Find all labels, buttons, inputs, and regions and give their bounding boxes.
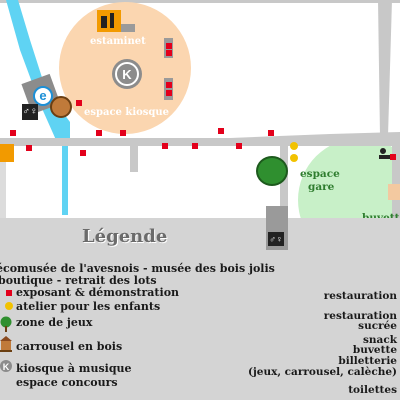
exposant-marker[interactable] [120, 130, 126, 136]
legend-item-atelier: atelier pour les enfants [16, 300, 161, 313]
frog-game-icon[interactable] [256, 156, 288, 186]
exposant-marker[interactable] [166, 90, 172, 96]
stall [164, 78, 173, 100]
gare-zone [298, 138, 400, 220]
estaminet-stall [121, 24, 135, 32]
legend-panel [0, 218, 400, 400]
shop-icon[interactable] [0, 144, 14, 162]
legend-item-kiosque: kiosque à musique [16, 362, 132, 375]
legend-item-shop: boutique - retrait des lots [0, 274, 157, 287]
right-edge-road [392, 146, 400, 220]
atelier-marker[interactable] [290, 142, 298, 150]
carousel-icon [0, 336, 12, 352]
toilets-icon[interactable]: ♂♀ [22, 104, 38, 120]
zone-label-espace-kiosque: espace kiosque [84, 107, 170, 118]
exposant-marker[interactable] [26, 145, 32, 151]
legend-right-restauration-2: restauration [323, 310, 397, 322]
buvette-icon[interactable] [388, 184, 400, 200]
legend-title: Légende [82, 226, 168, 247]
atelier-marker[interactable] [290, 154, 298, 162]
exposant-marker[interactable] [236, 143, 242, 149]
legend-item-carrousel: carrousel en bois [16, 340, 123, 353]
legend-right-buvette: buvette [352, 344, 397, 356]
legend-right-sucree: sucrée [358, 320, 397, 332]
zone-label-gare: gare [308, 181, 335, 193]
exposant-marker[interactable] [162, 143, 168, 149]
contest-icon[interactable] [378, 146, 396, 160]
exposant-marker[interactable] [10, 130, 16, 136]
exposant-marker[interactable] [166, 82, 172, 88]
exposant-marker[interactable] [166, 50, 172, 56]
top-road [0, 0, 400, 3]
legend-right-billetterie: billetterie [338, 355, 397, 367]
legend-item-exposant: exposant & démonstration [16, 286, 180, 299]
legend-right-snack: snack [362, 334, 397, 346]
exposant-marker[interactable] [80, 150, 86, 156]
red-square-icon [6, 290, 12, 296]
svg-text:K: K [3, 362, 10, 372]
right-road-top [378, 0, 392, 136]
middle-road [280, 146, 288, 216]
main-road [0, 132, 400, 146]
exposant-marker[interactable] [268, 130, 274, 136]
left-branch-road [130, 146, 138, 172]
museum-icon[interactable]: e [33, 86, 53, 106]
legend-item-zone-jeux: zone de jeux [16, 316, 93, 329]
legend-item-concours: espace concours [16, 376, 118, 389]
toilets-icon[interactable]: ♂♀ [268, 232, 284, 246]
exposant-marker[interactable] [96, 130, 102, 136]
kiosk-icon: K [0, 358, 12, 372]
zone-label-espace: espace [300, 168, 340, 180]
zone-label-estaminet: estaminet [90, 36, 146, 47]
legend-right-billetterie-detail: (jeux, carrousel, calèche) [248, 366, 397, 378]
legend-right-toilettes: toilettes [348, 384, 397, 396]
stream [62, 140, 68, 215]
exposant-marker[interactable] [390, 154, 396, 160]
yellow-dot-icon [5, 302, 13, 310]
beer-icon [97, 10, 121, 32]
exposant-marker[interactable] [76, 100, 82, 106]
carousel-icon[interactable] [50, 96, 72, 118]
legend-right-restauration: restauration [323, 290, 397, 302]
exposant-marker[interactable] [218, 128, 224, 134]
exposant-marker[interactable] [166, 43, 172, 49]
svg-text:K: K [122, 67, 132, 82]
exposant-marker[interactable] [192, 143, 198, 149]
tree-icon [0, 316, 12, 332]
legend-item-museum: écomusée de l'avesnois - musée des bois … [0, 262, 275, 275]
